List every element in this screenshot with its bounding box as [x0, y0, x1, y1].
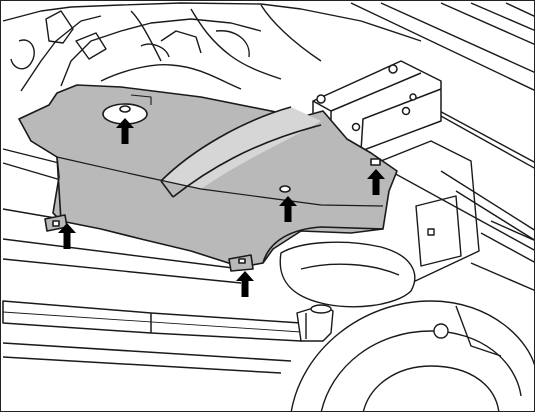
engine-block-outline: [2, 2, 422, 92]
fastener-arrow-icon: [236, 271, 254, 297]
skid-plate: [18, 84, 398, 272]
wheel-rotor: [290, 300, 534, 411]
oil-pan: [279, 241, 416, 308]
mount-bolt: [296, 304, 334, 342]
driveshaft: [2, 300, 302, 374]
